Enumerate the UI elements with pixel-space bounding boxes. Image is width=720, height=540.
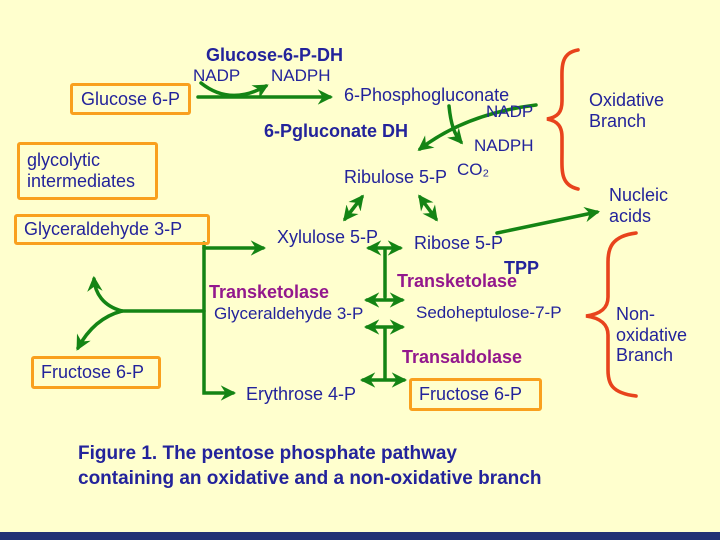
xylulose-5p-label: Xylulose 5-P (277, 227, 379, 247)
oxidative-branch-brace (546, 48, 580, 191)
sedoheptulose-7p-label: Sedoheptulose-7-P (416, 303, 562, 322)
glucose-6p-label: Glucose 6-P (80, 88, 181, 109)
glycolytic-intermediates-box: glycolytic intermediates (17, 142, 158, 200)
arrow-nadp-nadph-second (447, 104, 464, 145)
nadp-top-label: NADP (193, 66, 241, 85)
fructose-6p-right-box: Fructose 6-P (409, 378, 542, 411)
slide-bottom-bar (0, 532, 720, 540)
oxidative-branch-label: Oxidative Branch (589, 90, 665, 131)
transaldolase-label: Transaldolase (402, 347, 523, 367)
glucose-6p-dh-enzyme-label: Glucose-6-P-DH (206, 45, 344, 65)
erythrose-4p-label: Erythrose 4-P (246, 384, 357, 404)
arrow-ribulose-xylulose (343, 194, 364, 222)
transketolase-left-label: Transketolase (209, 282, 330, 302)
ribose-5p-label: Ribose 5-P (414, 233, 504, 253)
co2-label: CO₂ (457, 160, 490, 179)
6-pgluconate-dh-enzyme-label: 6-Pgluconate DH (264, 121, 409, 141)
nadph-top-label: NADPH (271, 66, 331, 85)
nadph-second-label: NADPH (474, 136, 534, 155)
glycolytic-intermediates-label: glycolytic intermediates (27, 150, 136, 191)
fructose-6p-left-box: Fructose 6-P (31, 356, 161, 389)
glyceraldehyde-3p-box: Glyceraldehyde 3-P (14, 214, 210, 245)
glyceraldehyde-3p-small-label: Glyceraldehyde 3-P (214, 304, 364, 323)
6-phosphogluconate-label: 6-Phosphogluconate (344, 85, 510, 105)
arrow-ribose-to-nucleic-acids (495, 206, 601, 235)
arrow-fork-down-fructose (76, 309, 124, 351)
glucose-6p-box: Glucose 6-P (70, 83, 191, 115)
nucleic-acids-label: Nucleic acids (609, 185, 669, 226)
transketolase-right-label: Transketolase (397, 271, 518, 291)
ribulose-5p-label: Ribulose 5-P (344, 167, 448, 187)
figure-caption-line2: containing an oxidative and a non-oxidat… (78, 468, 542, 489)
fructose-6p-right-label: Fructose 6-P (419, 384, 523, 404)
figure-caption: Figure 1. The pentose phosphate pathway … (78, 441, 541, 491)
fructose-6p-left-label: Fructose 6-P (41, 362, 145, 382)
non-oxidative-branch-label: Non- oxidative Branch (616, 304, 688, 366)
arrow-fork-up-glyceraldehyde (87, 275, 124, 313)
figure-caption-line1: Figure 1. The pentose phosphate pathway (78, 443, 457, 464)
glyceraldehyde-3p-box-label: Glyceraldehyde 3-P (24, 219, 183, 239)
tpp-label: TPP (504, 258, 540, 278)
nadp-second-label: NADP (486, 102, 534, 121)
arrow-ribulose-ribose (418, 194, 438, 222)
